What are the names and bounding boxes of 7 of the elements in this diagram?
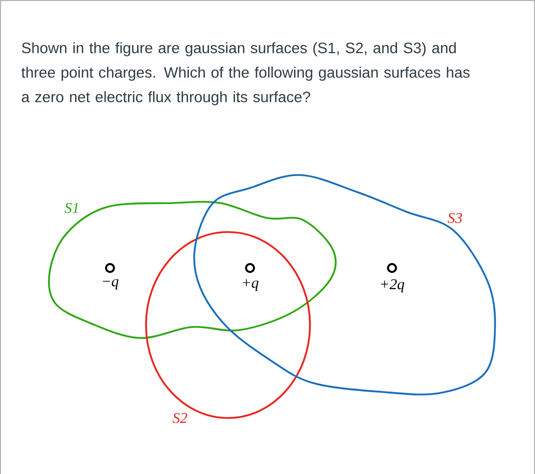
point-charge: +2q: [381, 263, 404, 292]
node-label: +2q: [381, 279, 404, 292]
question-text: Shown in the figure are gaussian surfaces (S1, S2, and S3) and three point charges. Which of the following gaussian surfaces has a zero net electric flux through its surface?: [21, 42, 470, 106]
node-label: +q: [242, 279, 258, 291]
point-charge: +q: [242, 263, 258, 291]
point-charge: −q: [102, 263, 118, 290]
node-label: −q: [102, 279, 118, 290]
